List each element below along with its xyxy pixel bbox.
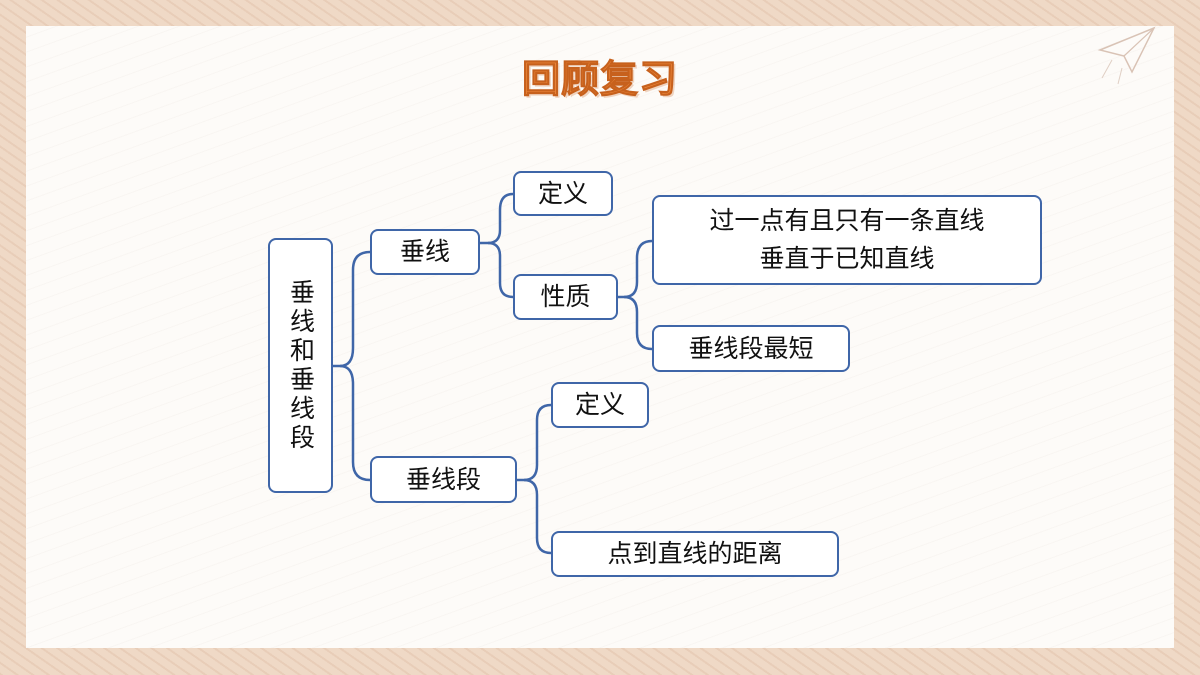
node-property-unique-perpendicular: 过一点有且只有一条直线 垂直于已知直线 — [652, 195, 1042, 285]
page-title: 回顾复习 — [521, 57, 678, 102]
node-perpendicular-segment: 垂线段 — [370, 456, 517, 503]
node-line-property: 性质 — [513, 274, 618, 320]
node-point-line-distance: 点到直线的距离 — [551, 531, 839, 577]
root-node: 垂线和垂线段 — [268, 238, 333, 493]
node-perpendicular-line: 垂线 — [370, 229, 480, 275]
node-line-definition: 定义 — [513, 171, 613, 216]
paper-sheet — [26, 26, 1174, 648]
paper-plane-icon — [1097, 26, 1156, 85]
node-segment-definition: 定义 — [551, 382, 649, 428]
node-property-shortest-segment: 垂线段最短 — [652, 325, 850, 372]
